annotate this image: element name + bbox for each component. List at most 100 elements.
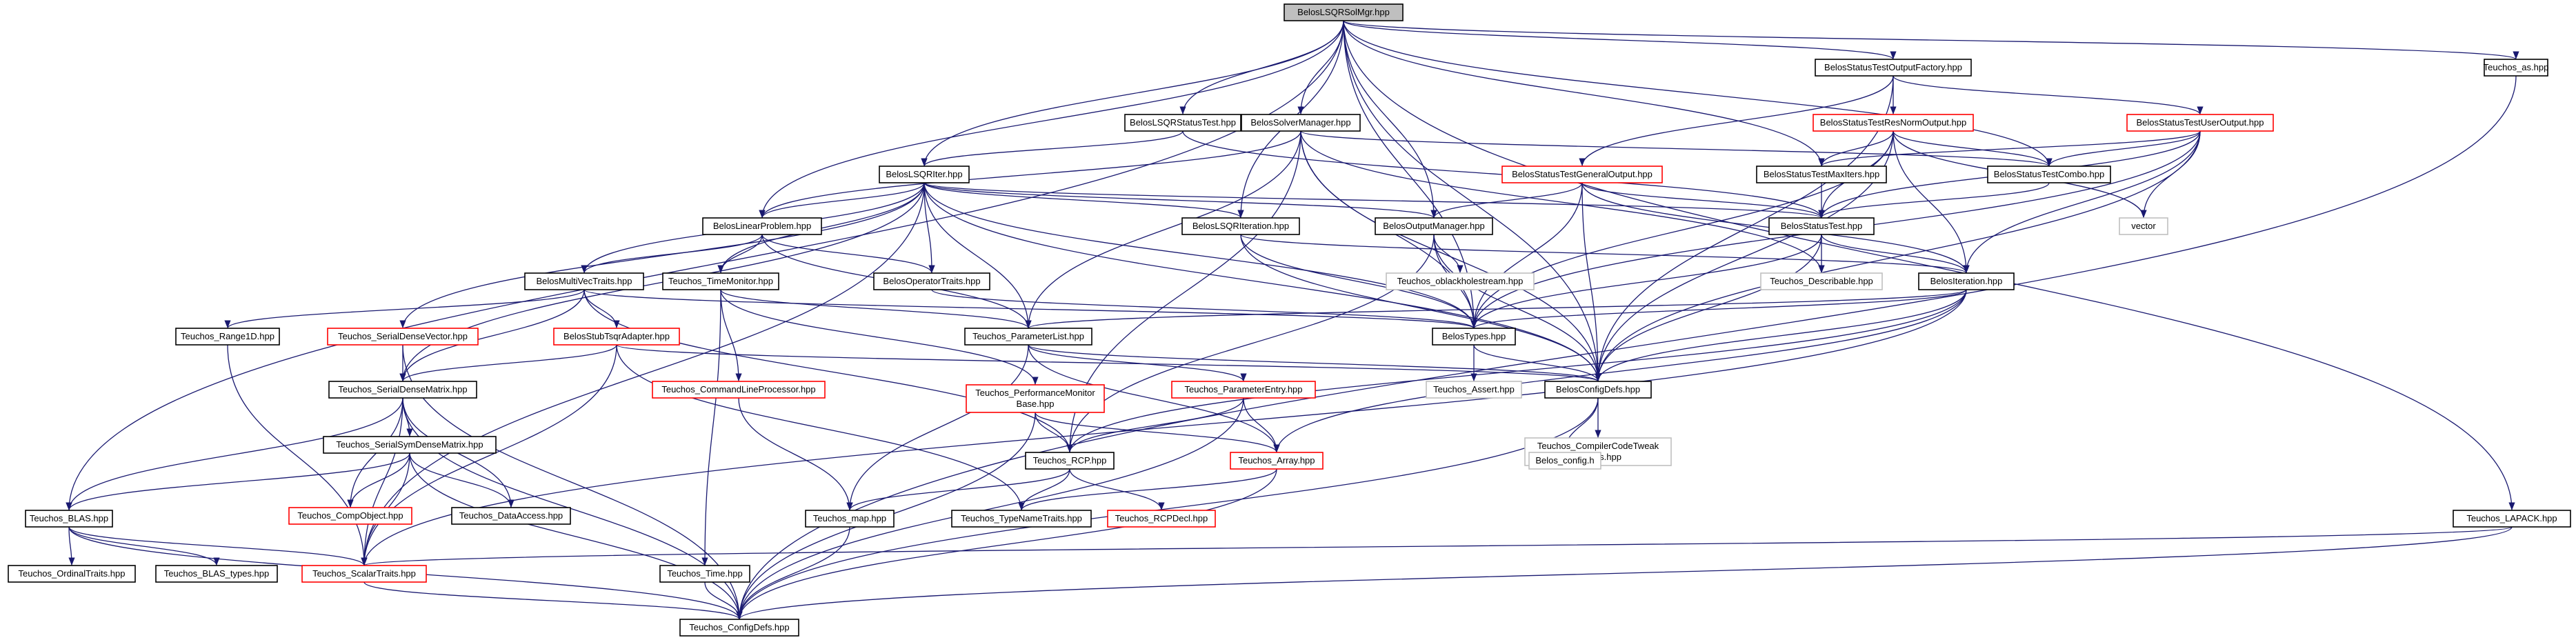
edge-root-to-lsqr-iter <box>921 20 1344 167</box>
node-label: Teuchos_CompObject.hpp <box>297 510 403 521</box>
node-label: Teuchos_Time.hpp <box>667 568 742 579</box>
edge-stub-tsqr-to-scalar-traits <box>361 344 617 566</box>
node-label: Teuchos_DataAccess.hpp <box>459 510 563 521</box>
node-label: Teuchos_oblackholestream.hpp <box>1397 276 1524 286</box>
node-box <box>1107 510 1216 528</box>
edge-blas-to-scalar-traits <box>68 526 368 566</box>
edge-perf-monitor-to-teuchos-array <box>1035 412 1280 453</box>
node-box <box>451 507 571 525</box>
node-label: Teuchos_TypeNameTraits.hpp <box>961 513 1082 523</box>
node-lsqr-iteration[interactable]: BelosLSQRIteration.hpp <box>1181 217 1300 235</box>
node-label: Teuchos_ParameterEntry.hpp <box>1184 384 1302 394</box>
node-param-entry[interactable]: Teuchos_ParameterEntry.hpp <box>1171 381 1316 399</box>
node-box <box>951 510 1092 528</box>
node-data-access[interactable]: Teuchos_DataAccess.hpp <box>451 507 571 525</box>
edge-teuchos-array-to-config-defs-teuchos <box>736 468 1277 620</box>
node-teuchos-time[interactable]: Teuchos_Time.hpp <box>659 565 750 583</box>
node-lsqr-status[interactable]: BelosLSQRStatusTest.hpp <box>1124 114 1241 132</box>
node-box <box>8 565 136 583</box>
node-box <box>1918 272 2015 290</box>
node-ordinal-traits[interactable]: Teuchos_OrdinalTraits.hpp <box>8 565 136 583</box>
node-belos-types[interactable]: BelosTypes.hpp <box>1432 328 1516 346</box>
node-box <box>524 272 644 290</box>
edge-blas-to-ordinal-traits <box>68 526 75 566</box>
node-belos-iteration[interactable]: BelosIteration.hpp <box>1918 272 2015 290</box>
node-teuchos-map[interactable]: Teuchos_map.hpp <box>805 510 895 528</box>
node-label: Teuchos_SerialSymDenseMatrix.hpp <box>336 439 483 450</box>
node-solver-manager[interactable]: BelosSolverManager.hpp <box>1241 114 1361 132</box>
node-label: BelosLSQRIter.hpp <box>886 169 962 179</box>
node-teuchos-array[interactable]: Teuchos_Array.hpp <box>1230 452 1324 470</box>
node-config-defs[interactable]: BelosConfigDefs.hpp <box>1544 381 1652 399</box>
edge-lsqr-iter-to-scalar-traits <box>361 182 925 566</box>
node-label: BelosStatusTestMaxIters.hpp <box>1764 169 1879 179</box>
node-combo[interactable]: BelosStatusTestCombo.hpp <box>1987 166 2111 183</box>
node-config-defs-teuchos[interactable]: Teuchos_ConfigDefs.hpp <box>679 619 799 637</box>
edge-teuchos-map-to-config-defs-teuchos <box>736 526 850 620</box>
edge-serial-sym-to-data-access <box>409 452 515 508</box>
node-time-monitor[interactable]: Teuchos_TimeMonitor.hpp <box>662 272 779 290</box>
node-serial-dense-vector[interactable]: Teuchos_SerialDenseVector.hpp <box>327 328 479 346</box>
node-box <box>2484 59 2548 77</box>
edge-status-factory-to-user-output <box>1893 75 2204 115</box>
node-range1d[interactable]: Teuchos_Range1D.hpp <box>175 328 280 346</box>
node-lsqr-iter[interactable]: BelosLSQRIter.hpp <box>879 166 970 183</box>
edge-serial-sym-to-comp-object <box>347 452 410 508</box>
node-label: BelosLSQRSolMgr.hpp <box>1297 7 1390 17</box>
node-box <box>1386 272 1535 290</box>
node-cmdline[interactable]: Teuchos_CommandLineProcessor.hpp <box>652 381 826 399</box>
node-rcp[interactable]: Teuchos_RCP.hpp <box>1025 452 1115 470</box>
node-label: BelosStubTsqrAdapter.hpp <box>563 331 670 341</box>
node-teuchos-as[interactable]: Teuchos_as.hpp <box>2484 59 2549 77</box>
node-label: Teuchos_PerformanceMonitor <box>975 388 1095 398</box>
edge-status-factory-to-config-defs <box>1595 75 1894 382</box>
node-label: Teuchos_TimeMonitor.hpp <box>668 276 773 286</box>
edge-linear-problem-to-multivec-traits <box>581 234 763 274</box>
node-box <box>1987 166 2111 183</box>
edge-serial-sym-to-config-defs-teuchos <box>409 452 743 620</box>
edge-solver-manager-to-parameter-list <box>1025 130 1301 329</box>
node-label: Teuchos_map.hpp <box>813 513 886 523</box>
node-blas[interactable]: Teuchos_BLAS.hpp <box>25 510 113 528</box>
node-comp-object[interactable]: Teuchos_CompObject.hpp <box>288 507 412 525</box>
node-blas-types[interactable]: Teuchos_BLAS_types.hpp <box>155 565 278 583</box>
node-general-output[interactable]: BelosStatusTestGeneralOutput.hpp <box>1501 166 1663 183</box>
node-label: BelosLSQRStatusTest.hpp <box>1130 117 1236 128</box>
node-label: BelosStatusTestGeneralOutput.hpp <box>1512 169 1653 179</box>
edge-root-to-config-defs <box>1343 20 1601 382</box>
edge-cmdline-to-teuchos-map <box>738 397 853 511</box>
node-serial-sym[interactable]: Teuchos_SerialSymDenseMatrix.hpp <box>323 436 497 454</box>
node-lapack[interactable]: Teuchos_LAPACK.hpp <box>2453 510 2571 528</box>
node-operator-traits[interactable]: BelosOperatorTraits.hpp <box>873 272 990 290</box>
edge-lsqr-iter-to-output-manager <box>923 182 1437 219</box>
node-maxiters[interactable]: BelosStatusTestMaxIters.hpp <box>1756 166 1887 183</box>
edge-multivec-traits-to-belos-types <box>583 289 1477 329</box>
edge-belos-iteration-to-config-defs <box>1595 289 1967 382</box>
node-label: BelosIteration.hpp <box>1930 276 2003 286</box>
node-serial-dense-matrix[interactable]: Teuchos_SerialDenseMatrix.hpp <box>328 381 477 399</box>
node-user-output[interactable]: BelosStatusTestUserOutput.hpp <box>2126 114 2274 132</box>
node-multivec-traits[interactable]: BelosMultiVecTraits.hpp <box>524 272 644 290</box>
node-parameter-list[interactable]: Teuchos_ParameterList.hpp <box>964 328 1092 346</box>
node-status-test[interactable]: BelosStatusTest.hpp <box>1768 217 1875 235</box>
node-typename-traits[interactable]: Teuchos_TypeNameTraits.hpp <box>951 510 1092 528</box>
node-box <box>662 272 779 290</box>
node-box <box>1181 217 1300 235</box>
node-scalar-traits[interactable]: Teuchos_ScalarTraits.hpp <box>301 565 427 583</box>
node-describable: Teuchos_Describable.hpp <box>1760 272 1883 290</box>
node-resnorm-output[interactable]: BelosStatusTestResNormOutput.hpp <box>1813 114 1974 132</box>
edge-lsqr-iter-to-lsqr-iteration <box>923 182 1244 219</box>
node-label: Teuchos_Range1D.hpp <box>181 331 274 341</box>
node-output-manager[interactable]: BelosOutputManager.hpp <box>1375 217 1493 235</box>
edge-serial-dense-matrix-to-blas <box>66 397 403 511</box>
edge-solver-manager-to-config-defs <box>1300 130 1601 382</box>
node-vector: vector <box>2119 217 2168 235</box>
node-root[interactable]: BelosLSQRSolMgr.hpp <box>1284 3 1404 21</box>
node-rcp-decl[interactable]: Teuchos_RCPDecl.hpp <box>1107 510 1216 528</box>
node-stub-tsqr[interactable]: BelosStubTsqrAdapter.hpp <box>553 328 680 346</box>
node-label: BelosStatusTestResNormOutput.hpp <box>1820 117 1966 128</box>
node-label: Teuchos_CompilerCodeTweak <box>1537 441 1659 451</box>
node-linear-problem[interactable]: BelosLinearProblem.hpp <box>702 217 822 235</box>
node-status-factory[interactable]: BelosStatusTestOutputFactory.hpp <box>1815 59 1972 77</box>
